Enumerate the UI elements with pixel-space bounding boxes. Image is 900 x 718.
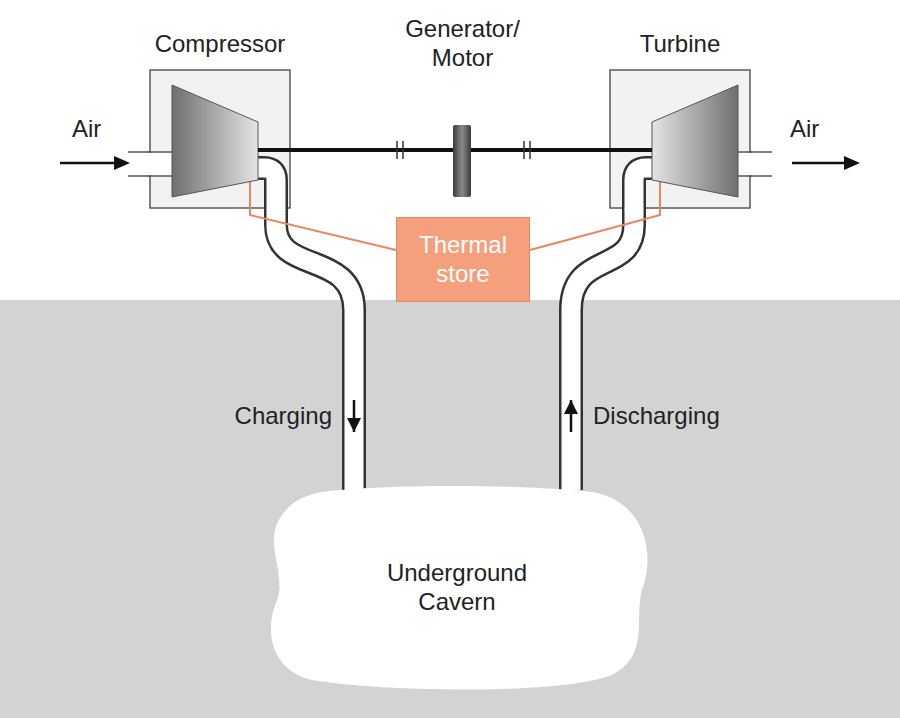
cavern-outline <box>271 486 648 690</box>
compressor: Compressor <box>150 30 290 208</box>
heat-transfer-line <box>530 208 660 250</box>
inlet-duct <box>128 152 150 176</box>
shaft <box>258 148 291 152</box>
flow-label: Discharging <box>593 402 720 431</box>
turbine: Turbine <box>610 30 750 208</box>
air-out-arrowhead <box>844 156 860 170</box>
air-in-arrow <box>60 162 116 165</box>
air-out-arrow <box>792 162 846 165</box>
air-inlet <box>148 153 173 175</box>
heat-line <box>659 181 661 209</box>
part-heading: Turbine <box>570 30 790 59</box>
node-text: Thermal store <box>403 231 523 289</box>
air-in-arrowhead <box>114 156 130 170</box>
heat-transfer-line <box>530 208 660 250</box>
pipe-outline <box>276 208 354 490</box>
shaft <box>609 148 652 152</box>
pipe-bore <box>571 208 634 490</box>
arrowhead <box>347 418 361 432</box>
drive-shaft <box>545 148 610 152</box>
underground-cavern: Underground Cavern <box>262 480 652 695</box>
flow-label: Charging <box>235 402 332 431</box>
arrowhead <box>564 400 578 414</box>
ground <box>0 300 900 718</box>
generator-motor-drawing <box>380 15 545 200</box>
pipe-bore <box>256 168 276 210</box>
air-pipe <box>564 208 634 490</box>
thermal-store-box: Thermal store <box>396 217 530 302</box>
part-heading: Compressor <box>110 30 330 59</box>
air-label: Air <box>72 115 101 144</box>
heat-transfer-line <box>250 208 396 250</box>
turbine-rotor <box>652 85 738 197</box>
heat-line <box>249 181 251 209</box>
outlet-duct <box>750 152 772 176</box>
air-label: Air <box>790 115 819 144</box>
drive-shaft <box>290 148 380 152</box>
heat-transfer-line <box>250 208 396 250</box>
compressor-rotor <box>172 85 258 197</box>
node-text: Underground Cavern <box>357 559 557 617</box>
generator-motor: Generator/ Motor <box>380 15 545 200</box>
pipe-outline <box>571 208 634 490</box>
pipe-bore <box>276 208 354 490</box>
air-pipe <box>276 208 361 490</box>
drive-shaft <box>290 150 380 151</box>
part-heading: Generator/ Motor <box>380 15 545 73</box>
air-inlet-wall <box>148 152 172 176</box>
generator-disc <box>453 125 471 197</box>
drive-shaft <box>545 150 610 151</box>
